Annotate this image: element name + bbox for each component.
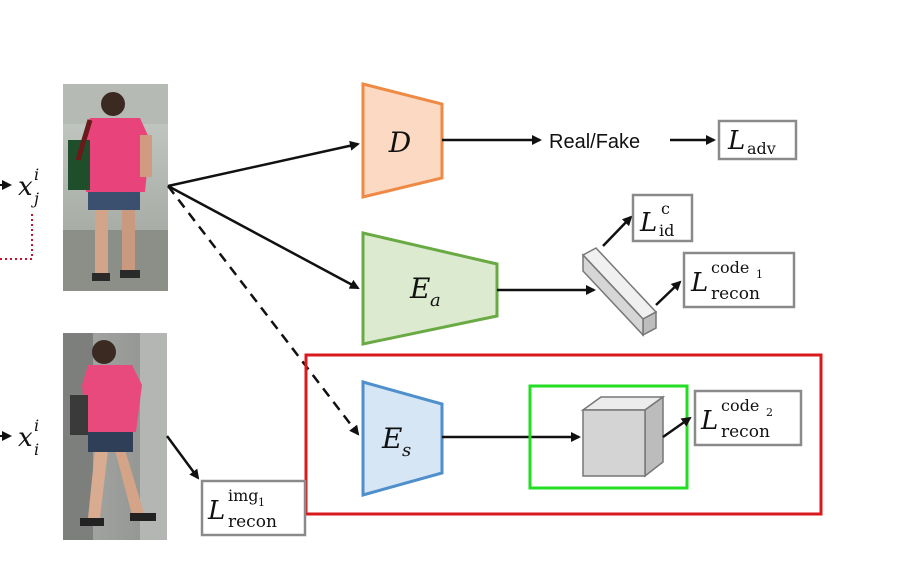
discriminator-D: D — [361, 82, 444, 199]
loss-id-box: L c id — [631, 193, 694, 243]
svg-text:s: s — [402, 440, 411, 461]
svg-text:a: a — [430, 290, 441, 311]
structure-feature-cube — [580, 395, 666, 478]
svg-text:L: L — [207, 496, 225, 526]
svg-text:code: code — [711, 258, 749, 277]
svg-text:img: img — [228, 486, 259, 505]
arrow-to-D — [167, 140, 360, 188]
loss-recon-img1-box: L img 1 recon — [200, 479, 307, 537]
person-image-top — [63, 84, 168, 291]
svg-text:x: x — [18, 172, 33, 202]
svg-text:recon: recon — [721, 422, 770, 442]
dashed-arrow-to-Es — [167, 185, 360, 436]
person-image-bottom — [63, 333, 167, 540]
arrow-bar-to-Lid — [602, 215, 633, 247]
svg-text:id: id — [659, 221, 674, 240]
svg-text:1: 1 — [258, 496, 265, 509]
label-base: x — [18, 172, 33, 202]
loss-adv-box: L adv — [717, 119, 798, 161]
svg-text:x: x — [18, 423, 33, 453]
arrow-to-Ea — [167, 184, 360, 290]
svg-text:i: i — [34, 416, 39, 435]
svg-text:j: j — [31, 189, 39, 208]
svg-text:L: L — [727, 126, 745, 156]
discriminator-label: D — [388, 126, 411, 159]
svg-text:E: E — [381, 422, 402, 455]
svg-text:recon: recon — [711, 284, 760, 304]
svg-text:L: L — [690, 268, 708, 298]
structure-encoder-Es: E s — [361, 380, 444, 497]
svg-text:2: 2 — [766, 406, 773, 419]
real-fake-label: Real/Fake — [549, 131, 640, 153]
svg-text:c: c — [661, 199, 670, 218]
svg-text:1: 1 — [756, 268, 763, 281]
input-label-top: x i j — [0, 165, 39, 208]
arrow-cube-to-Lcode2 — [662, 416, 692, 439]
svg-text:i: i — [34, 440, 39, 459]
svg-text:E: E — [409, 272, 430, 305]
loss-recon-code2-box: L code 2 recon — [693, 389, 803, 447]
appearance-feature-bar — [581, 247, 658, 337]
input-label-bottom: x i i — [0, 416, 39, 459]
svg-text:L: L — [639, 208, 657, 238]
loss-recon-code1-box: L code 1 recon — [682, 251, 796, 309]
svg-text:L: L — [700, 406, 718, 436]
structure-branch-highlight — [304, 353, 823, 516]
svg-text:recon: recon — [228, 512, 277, 532]
structure-feature-highlight — [528, 384, 689, 490]
svg-text:code: code — [721, 396, 759, 415]
arrow-to-img-recon — [165, 435, 200, 480]
appearance-encoder-Ea: E a — [361, 231, 499, 346]
dotted-connector — [0, 212, 33, 260]
arrow-bar-to-Lcode1 — [655, 280, 682, 306]
svg-text:adv: adv — [747, 139, 776, 158]
svg-text:i: i — [34, 165, 39, 184]
